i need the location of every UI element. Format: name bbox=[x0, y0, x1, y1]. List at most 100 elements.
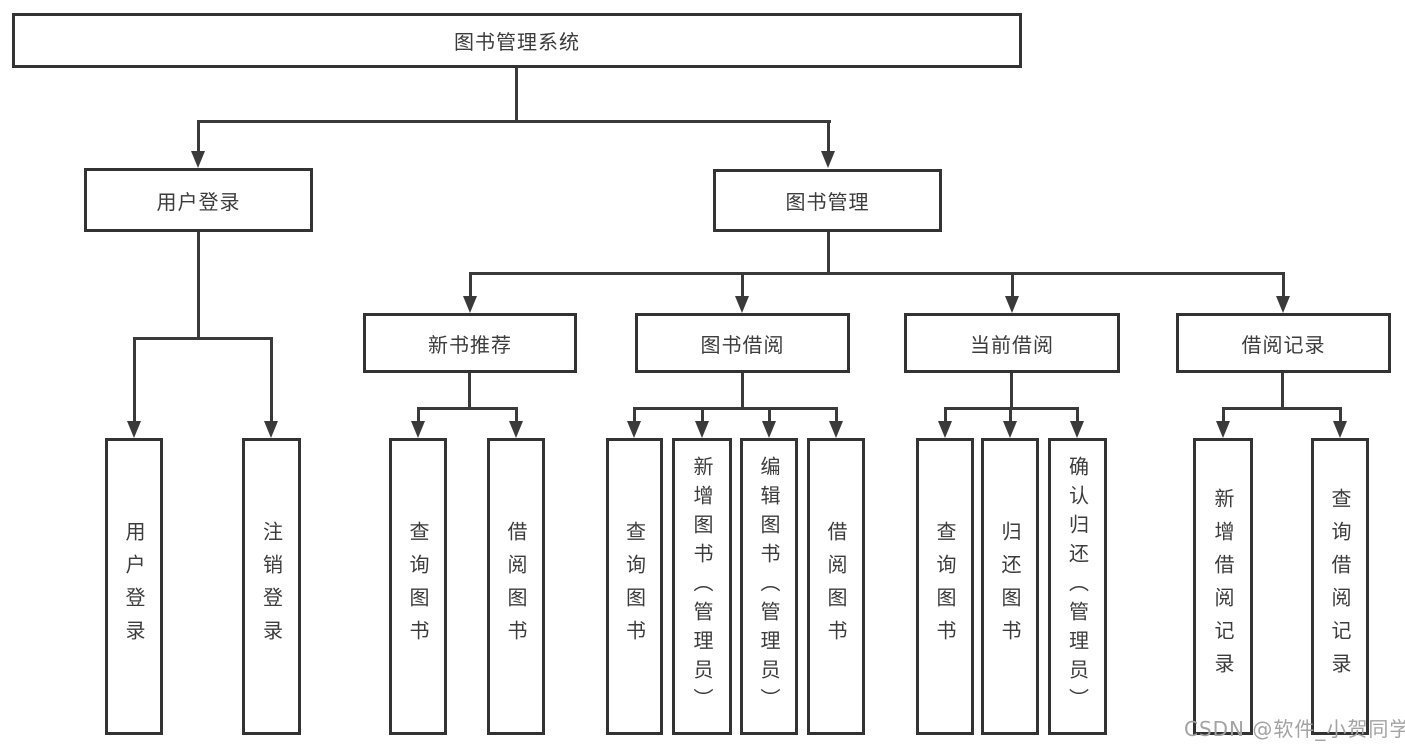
arrow-to-confirm-return bbox=[1070, 407, 1084, 438]
arrow-head-icon bbox=[264, 421, 278, 438]
node-new-book-recommend-label: 新书推荐 bbox=[428, 332, 512, 357]
arrow-to-leaf-logout bbox=[264, 337, 278, 438]
arrow-head-icon bbox=[735, 296, 749, 313]
connector-book-management-hline bbox=[469, 272, 1284, 275]
leaf-user-login-label: 用户登录 bbox=[122, 520, 146, 653]
arrow-head-icon bbox=[509, 421, 523, 438]
node-current-borrowing-label: 当前借阅 bbox=[970, 332, 1054, 357]
connector-root-stem bbox=[515, 68, 518, 123]
leaf-return-books-label: 归还图书 bbox=[998, 520, 1022, 653]
connector-user-login-hline bbox=[133, 337, 273, 340]
node-new-book-recommend: 新书推荐 bbox=[363, 313, 577, 373]
arrow-shaft bbox=[740, 272, 744, 301]
leaf-add-books-admin: 新增图书（管理员） bbox=[672, 438, 732, 735]
leaf-query-books-2-label: 查询图书 bbox=[622, 520, 647, 653]
arrow-to-query-books-3 bbox=[938, 407, 952, 438]
leaf-query-books-2: 查询图书 bbox=[606, 438, 663, 735]
arrow-to-query-books-2 bbox=[627, 407, 641, 438]
connector-current-borrowing-stem bbox=[1010, 373, 1013, 410]
leaf-query-books-1: 查询图书 bbox=[389, 438, 447, 735]
arrow-shaft bbox=[514, 407, 518, 426]
leaf-borrow-books-1: 借阅图书 bbox=[487, 438, 545, 735]
arrow-shaft bbox=[1075, 407, 1079, 426]
leaf-borrow-books-2-label: 借阅图书 bbox=[824, 520, 848, 653]
leaf-query-borrow-record-label: 查询借阅记录 bbox=[1328, 487, 1352, 686]
arrow-to-leaf-user-login bbox=[127, 337, 141, 438]
arrow-head-icon bbox=[1003, 421, 1017, 438]
arrow-to-query-books-1 bbox=[411, 407, 425, 438]
arrow-head-icon bbox=[762, 421, 776, 438]
leaf-add-books-admin-label: 新增图书（管理员） bbox=[690, 456, 714, 717]
node-book-management-label: 图书管理 bbox=[785, 190, 870, 214]
connector-book-management-stem bbox=[827, 232, 830, 275]
arrow-shaft bbox=[1008, 407, 1012, 426]
arrow-to-borrow-books-1 bbox=[509, 407, 523, 438]
arrow-to-new-book-recommend bbox=[463, 272, 477, 313]
arrow-head-icon bbox=[695, 421, 709, 438]
node-library-management-system: 图书管理系统 bbox=[12, 13, 1022, 68]
arrow-head-icon bbox=[1070, 421, 1084, 438]
arrow-shaft bbox=[1338, 407, 1342, 426]
leaf-borrow-books-1-label: 借阅图书 bbox=[504, 520, 528, 653]
arrow-head-icon bbox=[1216, 421, 1230, 438]
arrow-head-icon bbox=[411, 421, 425, 438]
node-book-borrowing: 图书借阅 bbox=[635, 313, 850, 373]
leaf-user-login: 用户登录 bbox=[105, 438, 163, 735]
leaf-query-books-3: 查询图书 bbox=[916, 438, 974, 735]
connector-new-book-recommend-stem bbox=[468, 373, 471, 410]
connector-book-borrowing-hline bbox=[633, 407, 838, 410]
arrow-head-icon bbox=[829, 421, 843, 438]
arrow-shaft bbox=[1281, 272, 1285, 301]
leaf-logout-label: 注销登录 bbox=[259, 520, 284, 653]
node-book-borrowing-label: 图书借阅 bbox=[700, 332, 785, 357]
leaf-edit-books-admin-label: 编辑图书（管理员） bbox=[757, 456, 781, 717]
node-library-management-system-label: 图书管理系统 bbox=[454, 30, 580, 54]
arrow-shaft bbox=[1010, 272, 1014, 301]
leaf-borrow-books-2: 借阅图书 bbox=[807, 438, 865, 735]
arrow-to-return-books bbox=[1003, 407, 1017, 438]
connector-new-book-recommend-hline bbox=[417, 407, 517, 410]
leaf-add-borrow-record: 新增借阅记录 bbox=[1193, 438, 1253, 735]
arrow-head-icon bbox=[1005, 296, 1019, 313]
arrow-head-icon bbox=[1276, 296, 1290, 313]
node-user-login-label: 用户登录 bbox=[156, 189, 241, 214]
leaf-add-borrow-record-label: 新增借阅记录 bbox=[1211, 487, 1235, 686]
leaf-query-books-3-label: 查询图书 bbox=[933, 520, 957, 653]
arrow-shaft bbox=[943, 407, 947, 426]
node-user-login: 用户登录 bbox=[84, 168, 313, 232]
arrow-shaft bbox=[468, 272, 472, 301]
arrow-head-icon bbox=[821, 151, 835, 168]
arrow-shaft bbox=[416, 407, 420, 426]
arrow-to-edit-books bbox=[762, 407, 776, 438]
arrow-shaft bbox=[1221, 407, 1225, 426]
connector-borrowing-records-stem bbox=[1281, 373, 1284, 410]
connector-level1-hline bbox=[197, 120, 831, 123]
arrow-shaft bbox=[700, 407, 704, 426]
arrow-to-query-borrow-record bbox=[1333, 407, 1347, 438]
csdn-watermark: CSDN @软件_小贺同学 bbox=[1184, 717, 1405, 741]
arrow-head-icon bbox=[1333, 421, 1347, 438]
arrow-to-add-books bbox=[695, 407, 709, 438]
arrow-shaft bbox=[269, 337, 273, 426]
arrow-head-icon bbox=[191, 151, 205, 168]
node-borrowing-records-label: 借阅记录 bbox=[1241, 332, 1326, 357]
leaf-edit-books-admin: 编辑图书（管理员） bbox=[740, 438, 798, 735]
arrow-shaft bbox=[196, 120, 200, 156]
arrow-to-borrow-books-2 bbox=[829, 407, 843, 438]
leaf-query-books-1-label: 查询图书 bbox=[406, 520, 430, 653]
arrow-head-icon bbox=[938, 421, 952, 438]
leaf-confirm-return-admin: 确认归还（管理员） bbox=[1048, 438, 1107, 735]
arrow-head-icon bbox=[627, 421, 641, 438]
connector-book-borrowing-stem bbox=[741, 373, 744, 410]
arrow-to-current-borrowing bbox=[1005, 272, 1019, 313]
arrow-to-add-borrow-record bbox=[1216, 407, 1230, 438]
connector-borrowing-records-hline bbox=[1222, 407, 1342, 410]
arrow-shaft bbox=[132, 337, 136, 426]
arrow-to-book-management bbox=[821, 120, 835, 168]
arrow-shaft bbox=[632, 407, 636, 426]
leaf-query-borrow-record: 查询借阅记录 bbox=[1311, 438, 1369, 735]
arrow-to-user-login bbox=[191, 120, 205, 168]
arrow-shaft bbox=[767, 407, 771, 426]
arrow-head-icon bbox=[463, 296, 477, 313]
